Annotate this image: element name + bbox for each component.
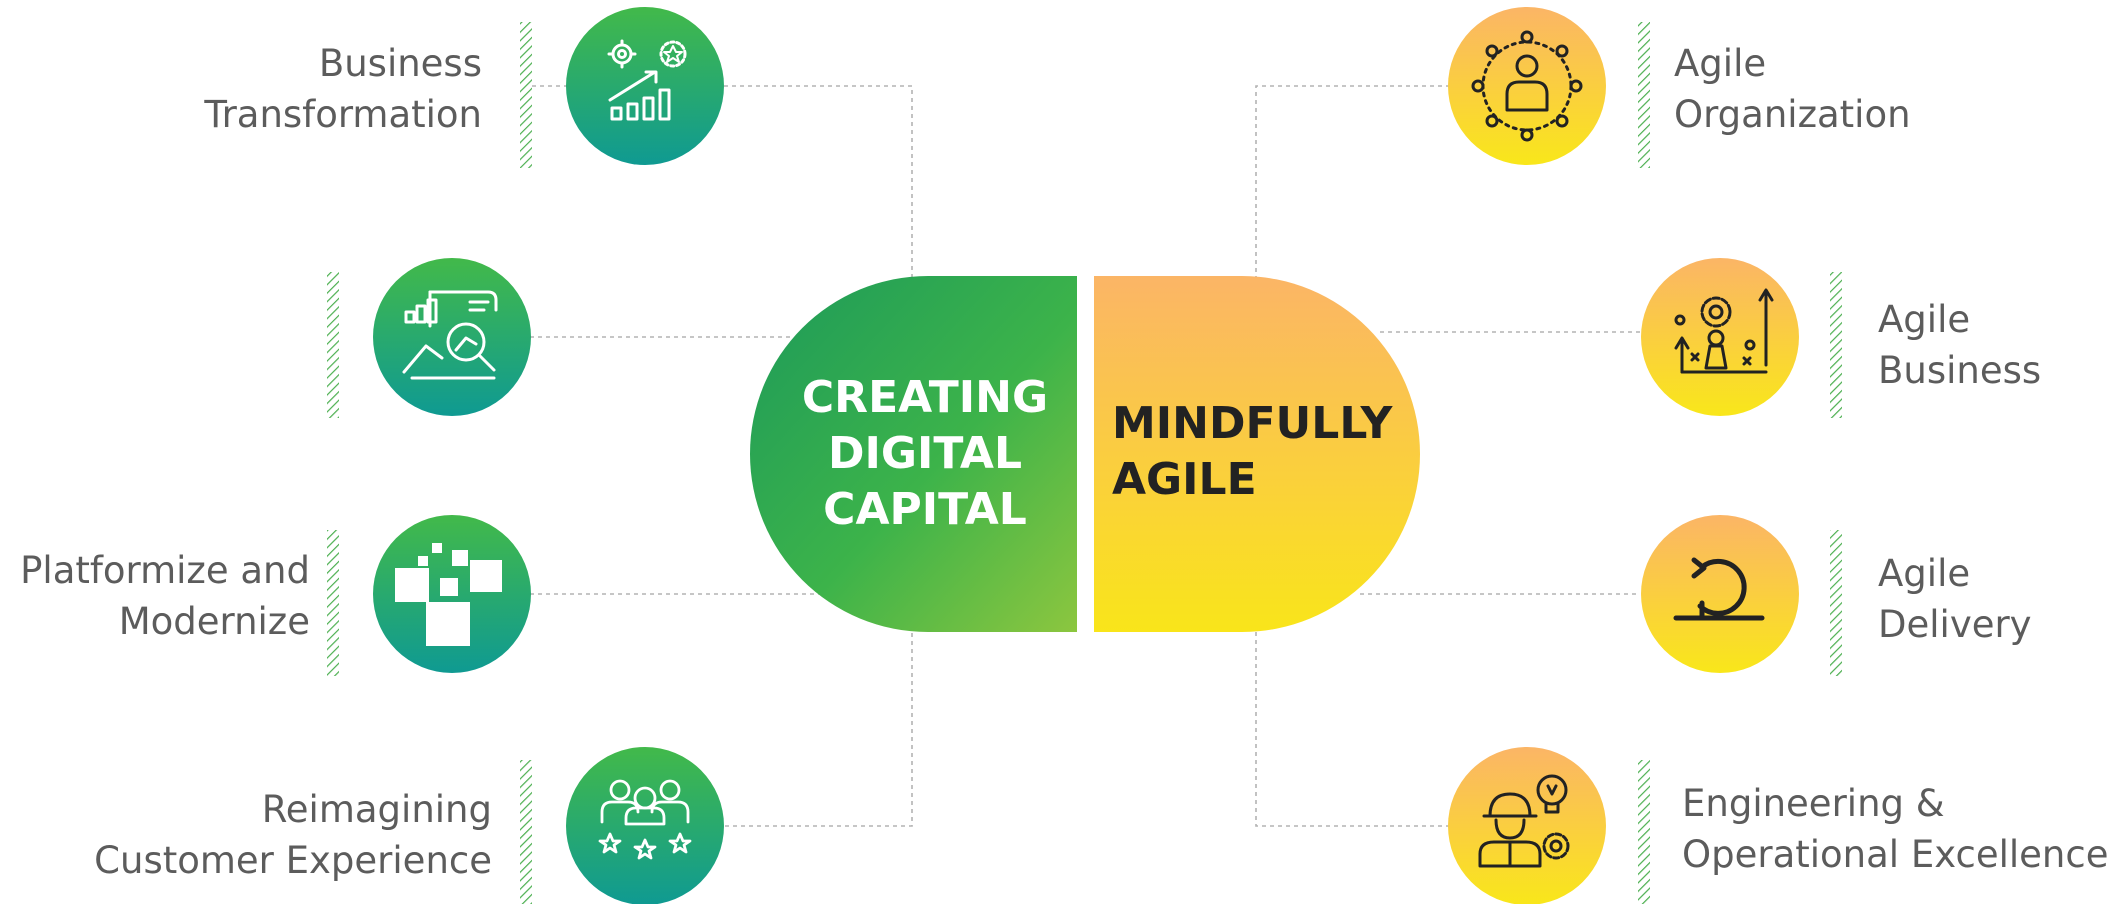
data-analysis-icon	[402, 290, 498, 380]
label-line: Platformize and	[20, 549, 310, 592]
data-analysis-circle	[373, 258, 531, 416]
connector-agile-organization	[1255, 85, 1450, 280]
connector-customer-experience	[725, 630, 913, 827]
label-line: Organization	[1674, 93, 1911, 136]
growth-chart-icon	[607, 39, 687, 121]
right-title-line-1: MINDFULLY	[1112, 398, 1393, 449]
modular-blocks-icon	[395, 543, 502, 646]
hatch-bar-agile-business	[1830, 272, 1842, 418]
connector-lines	[530, 85, 1640, 827]
left-icon-circles	[373, 7, 724, 904]
connector-engineering	[1255, 630, 1450, 827]
strategy-gear-icon	[1674, 288, 1774, 374]
engineer-idea-icon	[1478, 774, 1570, 868]
center-pill-left	[750, 276, 1077, 632]
label-line: Agile	[1878, 298, 1971, 341]
left-title-line-3: CAPITAL	[823, 484, 1027, 535]
label-line: Agile	[1674, 42, 1767, 85]
engineering-operational-excellence-label: Engineering & Operational Excellence	[1682, 778, 2108, 880]
reimagining-customer-experience-label: Reimagining Customer Experience	[94, 784, 492, 886]
agile-business-label: Agile Business	[1878, 294, 2041, 396]
agile-delivery-label: Agile Delivery	[1878, 548, 2032, 650]
hatch-bar-platformize	[327, 530, 339, 676]
center-pill-right	[1094, 276, 1420, 632]
hatch-bar-customer-experience	[520, 760, 532, 904]
left-title-line-1: CREATING	[801, 372, 1049, 423]
right-icon-circles	[1448, 7, 1799, 904]
agile-delivery-circle	[1641, 515, 1799, 673]
agile-organization-label: Agile Organization	[1674, 38, 1911, 140]
label-line: Operational Excellence	[1682, 833, 2109, 876]
agile-business-circle	[1641, 258, 1799, 416]
hatch-bar-data-analysis	[327, 272, 339, 418]
hatch-bar-engineering	[1638, 760, 1650, 904]
hatch-bar-business-transformation	[520, 22, 532, 168]
business-transformation-label: Business Transformation	[204, 38, 482, 140]
label-line: Agile	[1878, 552, 1971, 595]
label-line: Reimagining	[261, 788, 492, 831]
mindfully-agile-title: MINDFULLY AGILE	[1112, 396, 1412, 508]
label-line: Business	[318, 42, 482, 85]
label-line: Engineering &	[1682, 782, 1945, 825]
hatch-bar-agile-delivery	[1830, 530, 1842, 676]
platformize-modernize-label: Platformize and Modernize	[20, 545, 310, 647]
left-title-line-2: DIGITAL	[827, 428, 1023, 479]
connector-business-transformation	[532, 85, 913, 280]
label-line: Delivery	[1878, 603, 2032, 646]
sprint-cycle-icon	[1673, 557, 1765, 621]
label-line: Transformation	[204, 93, 482, 136]
customer-experience-circle	[566, 747, 724, 904]
label-line: Modernize	[118, 600, 310, 643]
hatch-bar-agile-organization	[1638, 22, 1650, 168]
label-line: Customer Experience	[94, 839, 492, 882]
business-transformation-circle	[566, 7, 724, 165]
engineering-circle	[1448, 747, 1606, 904]
right-title-line-2: AGILE	[1112, 454, 1257, 505]
hatch-bars	[327, 22, 1842, 904]
label-line: Business	[1878, 349, 2042, 392]
creating-digital-capital-title: CREATING DIGITAL CAPITAL	[780, 370, 1070, 538]
network-person-icon	[1471, 30, 1583, 142]
customer-rating-icon	[598, 779, 692, 860]
